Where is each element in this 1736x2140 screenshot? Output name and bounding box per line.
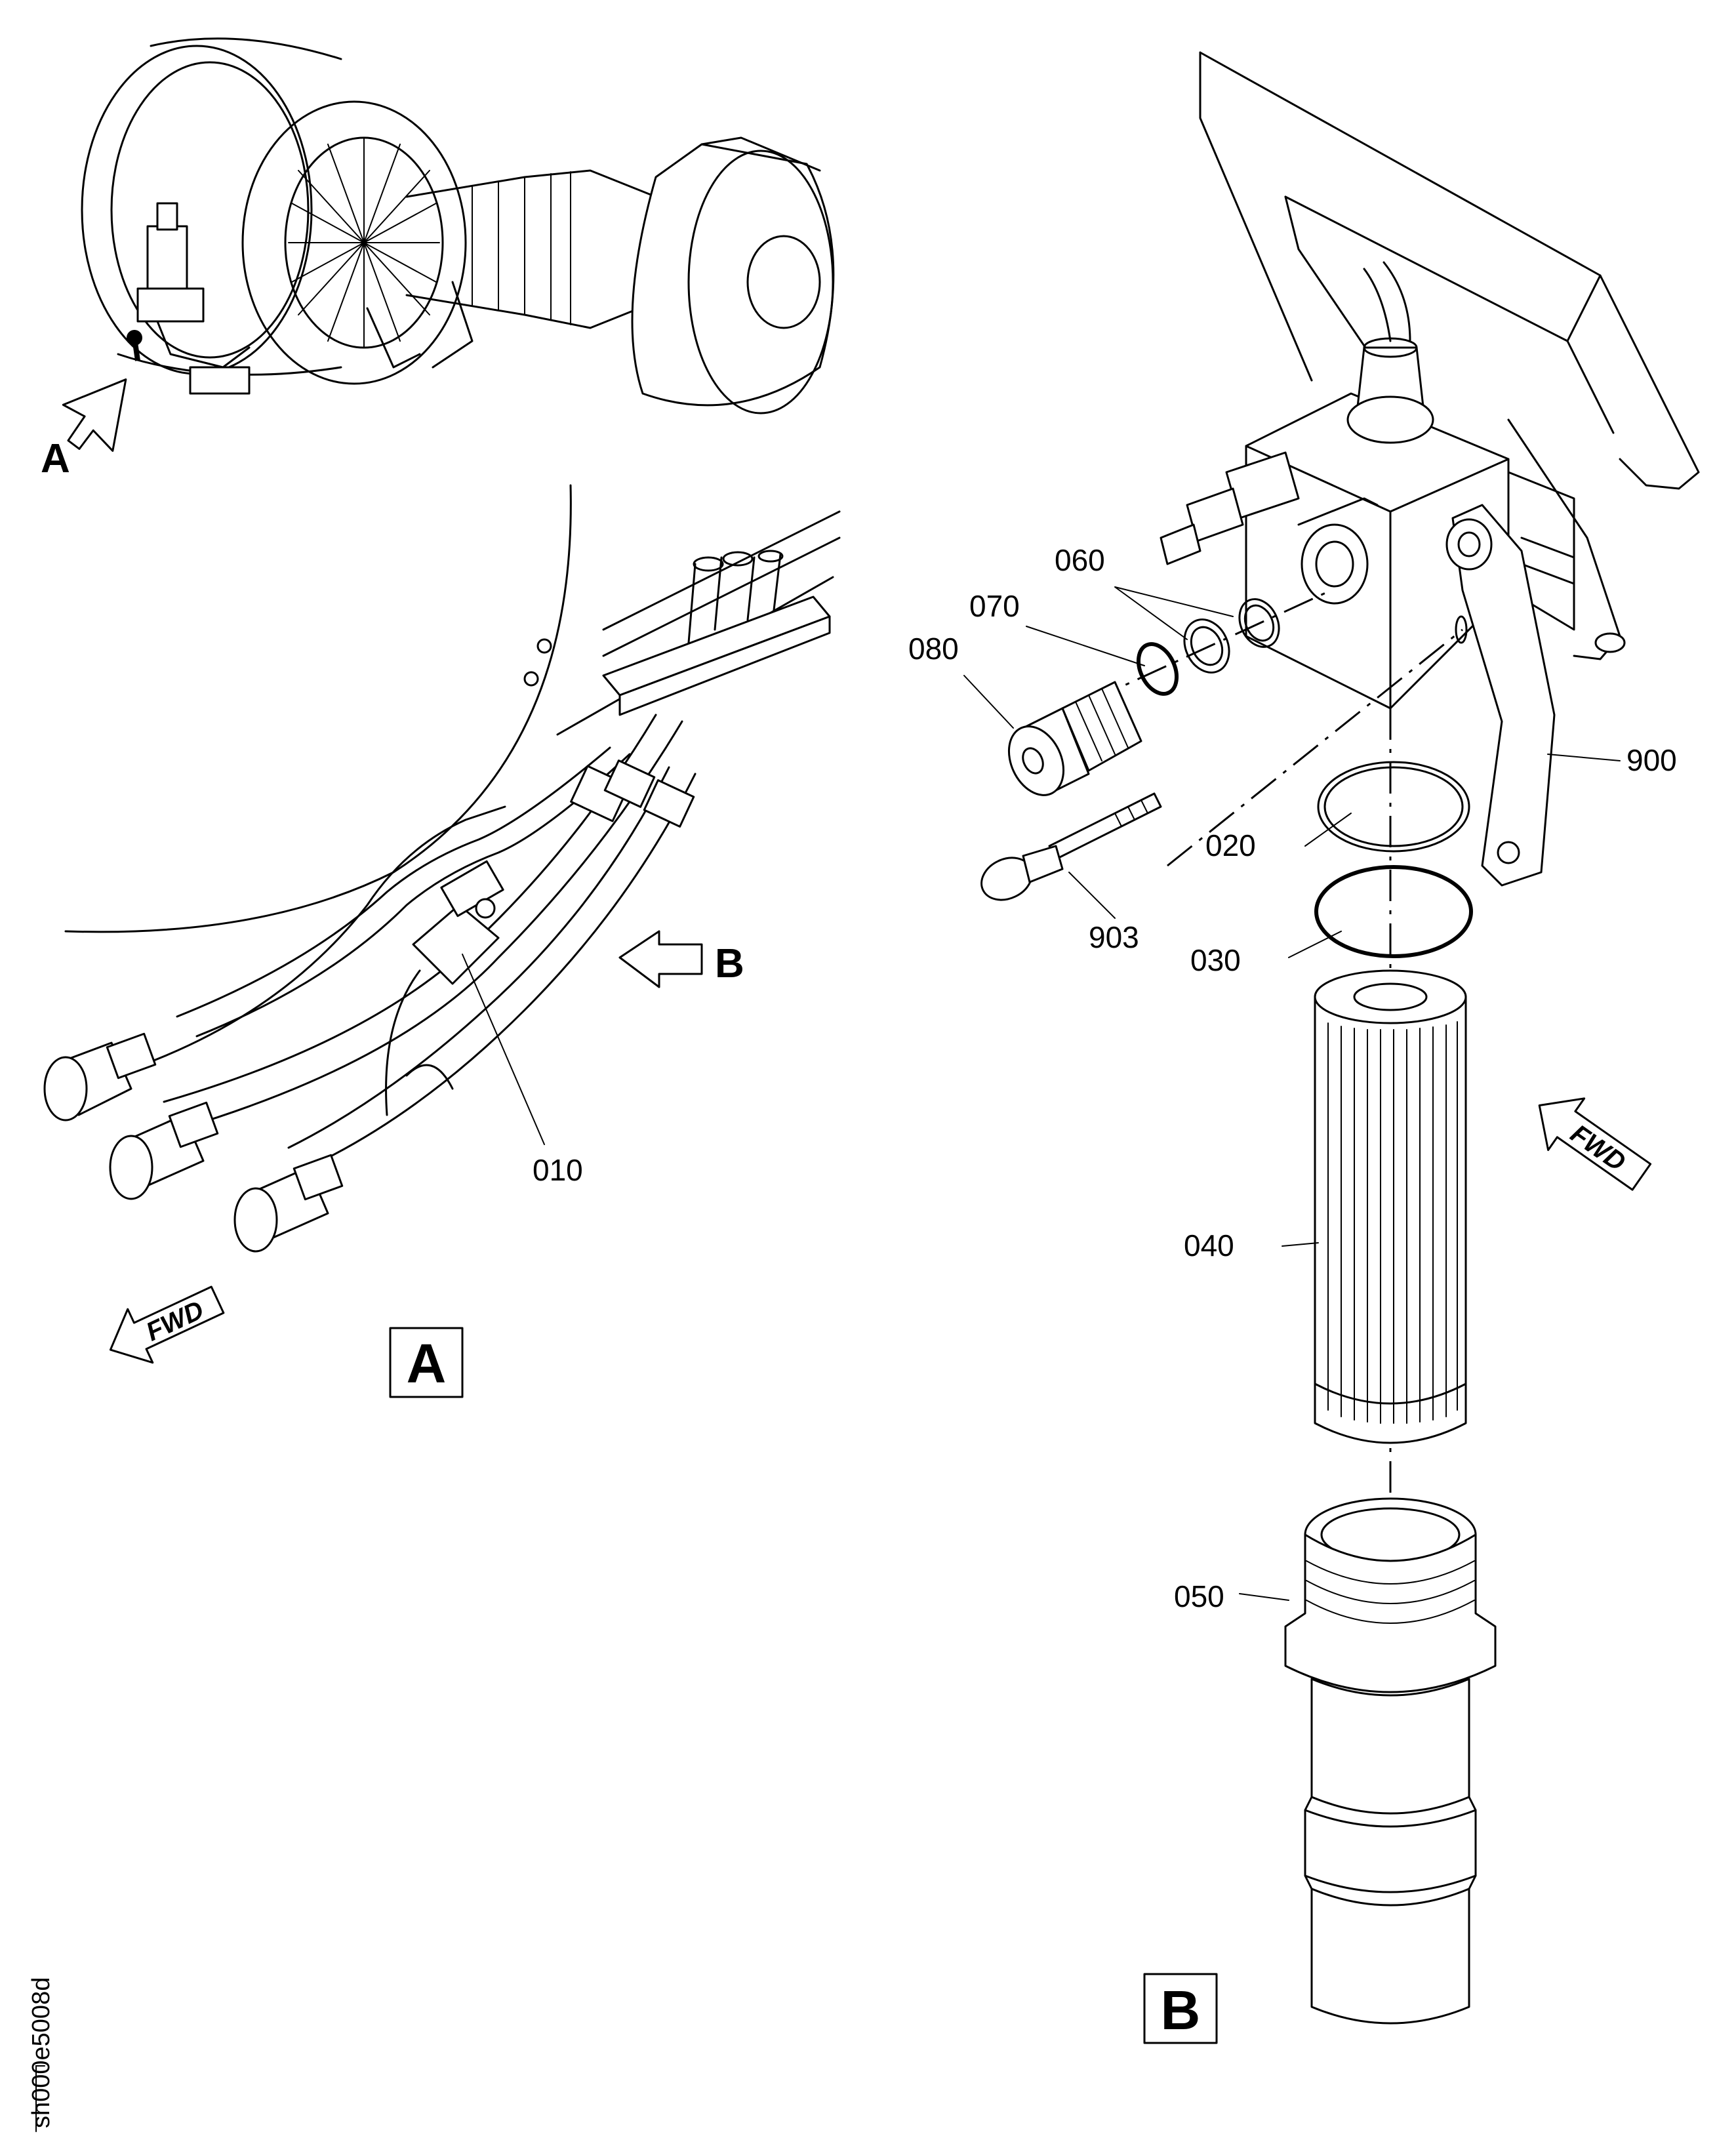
view-b-detail: 060 070 080 900 020 903 030 040 050 FWD … <box>908 51 1700 2044</box>
filter-element <box>1314 969 1467 1444</box>
callout-b: B <box>715 941 744 986</box>
item-010: 010 <box>533 1153 583 1187</box>
item-070: 070 <box>969 589 1020 623</box>
view-b-label: B <box>1161 1979 1201 2041</box>
item-903: 903 <box>1089 920 1139 954</box>
fwd-arrow-b: FWD <box>1538 1097 1652 1191</box>
item-050: 050 <box>1174 1579 1224 1613</box>
filter-bowl <box>1284 1497 1497 2025</box>
item-030: 030 <box>1190 943 1241 977</box>
fwd-arrow-a: FWD <box>109 1285 225 1364</box>
item-900: 900 <box>1626 743 1677 777</box>
item-020: 020 <box>1205 828 1256 862</box>
svg-text:sh000e5008d: sh000e5008d <box>28 1977 55 2128</box>
engine-overview: A <box>41 37 835 481</box>
view-a-label: A <box>407 1333 447 1394</box>
item-080: 080 <box>908 632 959 666</box>
document-id: sh000e5008d <box>28 1977 55 2132</box>
item-060: 060 <box>1055 543 1105 577</box>
view-a-detail: 010 B FWD A <box>43 484 841 1398</box>
callout-a: A <box>41 436 70 481</box>
item-040: 040 <box>1184 1228 1234 1262</box>
